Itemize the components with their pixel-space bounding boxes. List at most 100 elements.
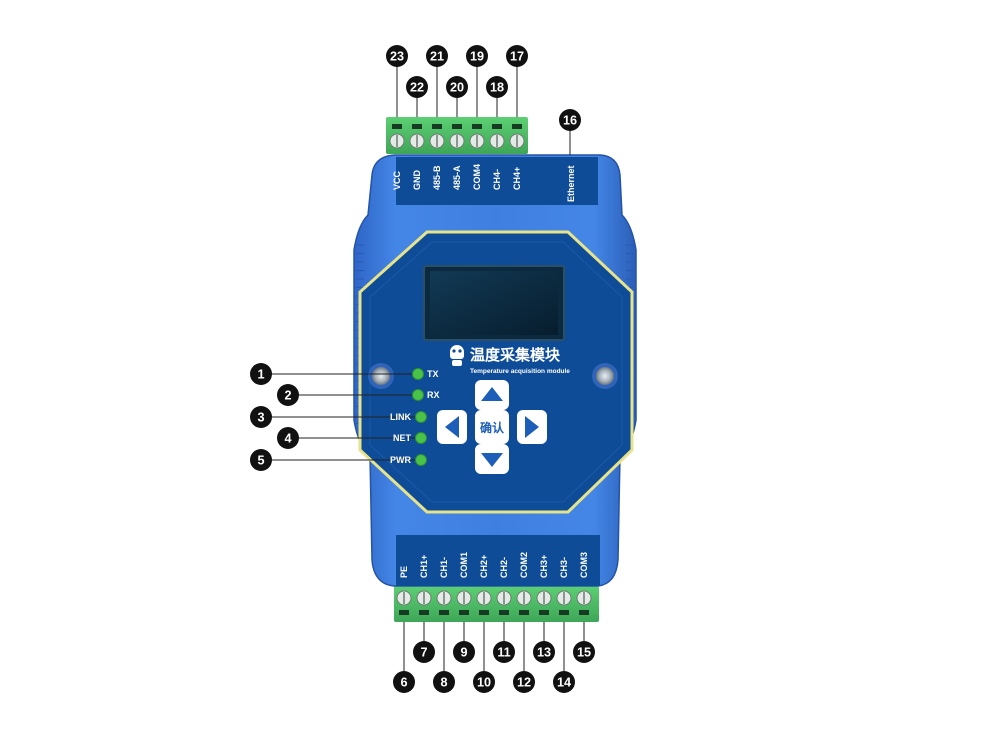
callout-top-4: 19 xyxy=(466,45,488,67)
bottom-screw-8 xyxy=(556,590,572,606)
callout-led-0-number: 1 xyxy=(257,368,264,382)
callout-top-3: 20 xyxy=(446,76,468,98)
callout-top-0: 23 xyxy=(386,45,408,67)
callout-bottom-2-number: 8 xyxy=(440,676,447,690)
top-terminal-block xyxy=(386,117,528,154)
callout-top-0-number: 23 xyxy=(390,50,404,64)
led-3 xyxy=(415,432,427,444)
callout-led-4-number: 5 xyxy=(257,454,264,468)
confirm-button[interactable]: 确认 xyxy=(475,410,509,444)
callout-top-5: 18 xyxy=(486,76,508,98)
led-label-1: RX xyxy=(427,390,440,400)
callout-bottom-1: 7 xyxy=(413,641,435,663)
bottom-label-band xyxy=(396,535,600,586)
ethernet-label: Ethernet xyxy=(566,165,576,202)
callout-top-5-number: 18 xyxy=(490,81,504,95)
callout-top-2: 21 xyxy=(426,45,448,67)
top-terminal-label-1: GND xyxy=(412,170,422,191)
callout-bottom-0-number: 6 xyxy=(400,676,407,690)
bottom-screw-4 xyxy=(476,590,492,606)
callout-bottom-5-number: 11 xyxy=(497,646,510,660)
robot-logo-icon xyxy=(450,345,464,366)
callout-bottom-7-number: 13 xyxy=(537,646,551,660)
brand-title: 温度采集模块 xyxy=(470,346,561,364)
callout-top-1: 22 xyxy=(406,76,428,98)
callout-top-6-number: 17 xyxy=(510,50,524,64)
top-terminal-label-0: VCC xyxy=(392,170,402,190)
bottom-terminal-label-4: CH2+ xyxy=(479,555,489,578)
top-screw-1 xyxy=(409,133,425,149)
bottom-terminal-label-8: CH3- xyxy=(559,557,569,578)
top-screw-4 xyxy=(469,133,485,149)
callout-bottom-4-number: 10 xyxy=(477,676,491,690)
bottom-terminal-label-5: CH2- xyxy=(499,557,509,578)
callout-bottom-3-number: 9 xyxy=(460,646,467,660)
right-screw xyxy=(592,363,618,389)
bottom-terminal-label-2: CH1- xyxy=(439,557,449,578)
right-button[interactable] xyxy=(517,410,547,444)
top-screw-0 xyxy=(389,133,405,149)
top-screw-6 xyxy=(509,133,525,149)
led-label-2: LINK xyxy=(390,412,411,422)
top-terminal-label-3: 485-A xyxy=(452,165,462,190)
callout-led-3: 4 xyxy=(277,427,299,449)
callout-bottom-5: 11 xyxy=(493,641,515,663)
bottom-terminal-block xyxy=(394,586,599,622)
callout-led-4: 5 xyxy=(250,449,272,471)
top-terminal-label-5: CH4- xyxy=(492,169,502,190)
bottom-screw-3 xyxy=(456,590,472,606)
top-screw-3 xyxy=(449,133,465,149)
led-4 xyxy=(415,454,427,466)
down-button[interactable] xyxy=(475,444,509,474)
led-0 xyxy=(412,368,424,380)
arrow-up-icon xyxy=(481,387,503,401)
callout-led-1: 2 xyxy=(277,384,299,406)
callout-bottom-8: 14 xyxy=(553,671,575,693)
bottom-screw-7 xyxy=(536,590,552,606)
bottom-screw-0 xyxy=(396,590,412,606)
bottom-screw-2 xyxy=(436,590,452,606)
brand-block: 温度采集模块 Temperature acquisition module xyxy=(450,345,570,375)
arrow-right-icon xyxy=(525,416,539,438)
callout-led-3-number: 4 xyxy=(284,432,291,446)
bottom-screw-6 xyxy=(516,590,532,606)
callout-bottom-4: 10 xyxy=(473,671,495,693)
callout-top-2-number: 21 xyxy=(430,50,444,64)
bottom-terminal-label-7: CH3+ xyxy=(539,555,549,578)
callout-bottom-7: 13 xyxy=(533,641,555,663)
callout-bottom-1-number: 7 xyxy=(420,646,427,660)
top-screw-2 xyxy=(429,133,445,149)
top-terminal-label-6: CH4+ xyxy=(512,167,522,190)
top-terminal-label-2: 485-B xyxy=(432,165,442,190)
arrow-down-icon xyxy=(481,453,503,467)
callout-bottom-0: 6 xyxy=(393,671,415,693)
callout-led-0: 1 xyxy=(250,363,272,385)
callout-top-3-number: 20 xyxy=(450,81,464,95)
top-screw-5 xyxy=(489,133,505,149)
led-label-3: NET xyxy=(393,433,412,443)
callout-ethernet-number: 16 xyxy=(563,114,577,128)
bottom-terminal-label-9: COM3 xyxy=(579,552,589,578)
bottom-screw-1 xyxy=(416,590,432,606)
up-button[interactable] xyxy=(475,380,509,410)
left-button[interactable] xyxy=(437,410,467,444)
bottom-screw-9 xyxy=(576,590,592,606)
callout-led-2-number: 3 xyxy=(257,411,264,425)
led-2 xyxy=(415,411,427,423)
bottom-screw-5 xyxy=(496,590,512,606)
callout-bottom-9-number: 15 xyxy=(577,646,591,660)
keypad: 确认 xyxy=(437,380,547,474)
callout-top-1-number: 22 xyxy=(410,81,424,95)
module-housing xyxy=(353,154,637,587)
bottom-terminal-label-1: CH1+ xyxy=(419,555,429,578)
callout-bottom-2: 8 xyxy=(433,671,455,693)
callout-ethernet: 16 xyxy=(559,109,581,131)
callout-top-4-number: 19 xyxy=(470,50,484,64)
callout-bottom-8-number: 14 xyxy=(557,676,571,690)
callout-top-6: 17 xyxy=(506,45,528,67)
callout-led-2: 3 xyxy=(250,406,272,428)
bottom-terminal-label-6: COM2 xyxy=(519,552,529,578)
callout-bottom-9: 15 xyxy=(573,641,595,663)
callout-bottom-6-number: 12 xyxy=(517,676,531,690)
callout-bottom-6: 12 xyxy=(513,671,535,693)
